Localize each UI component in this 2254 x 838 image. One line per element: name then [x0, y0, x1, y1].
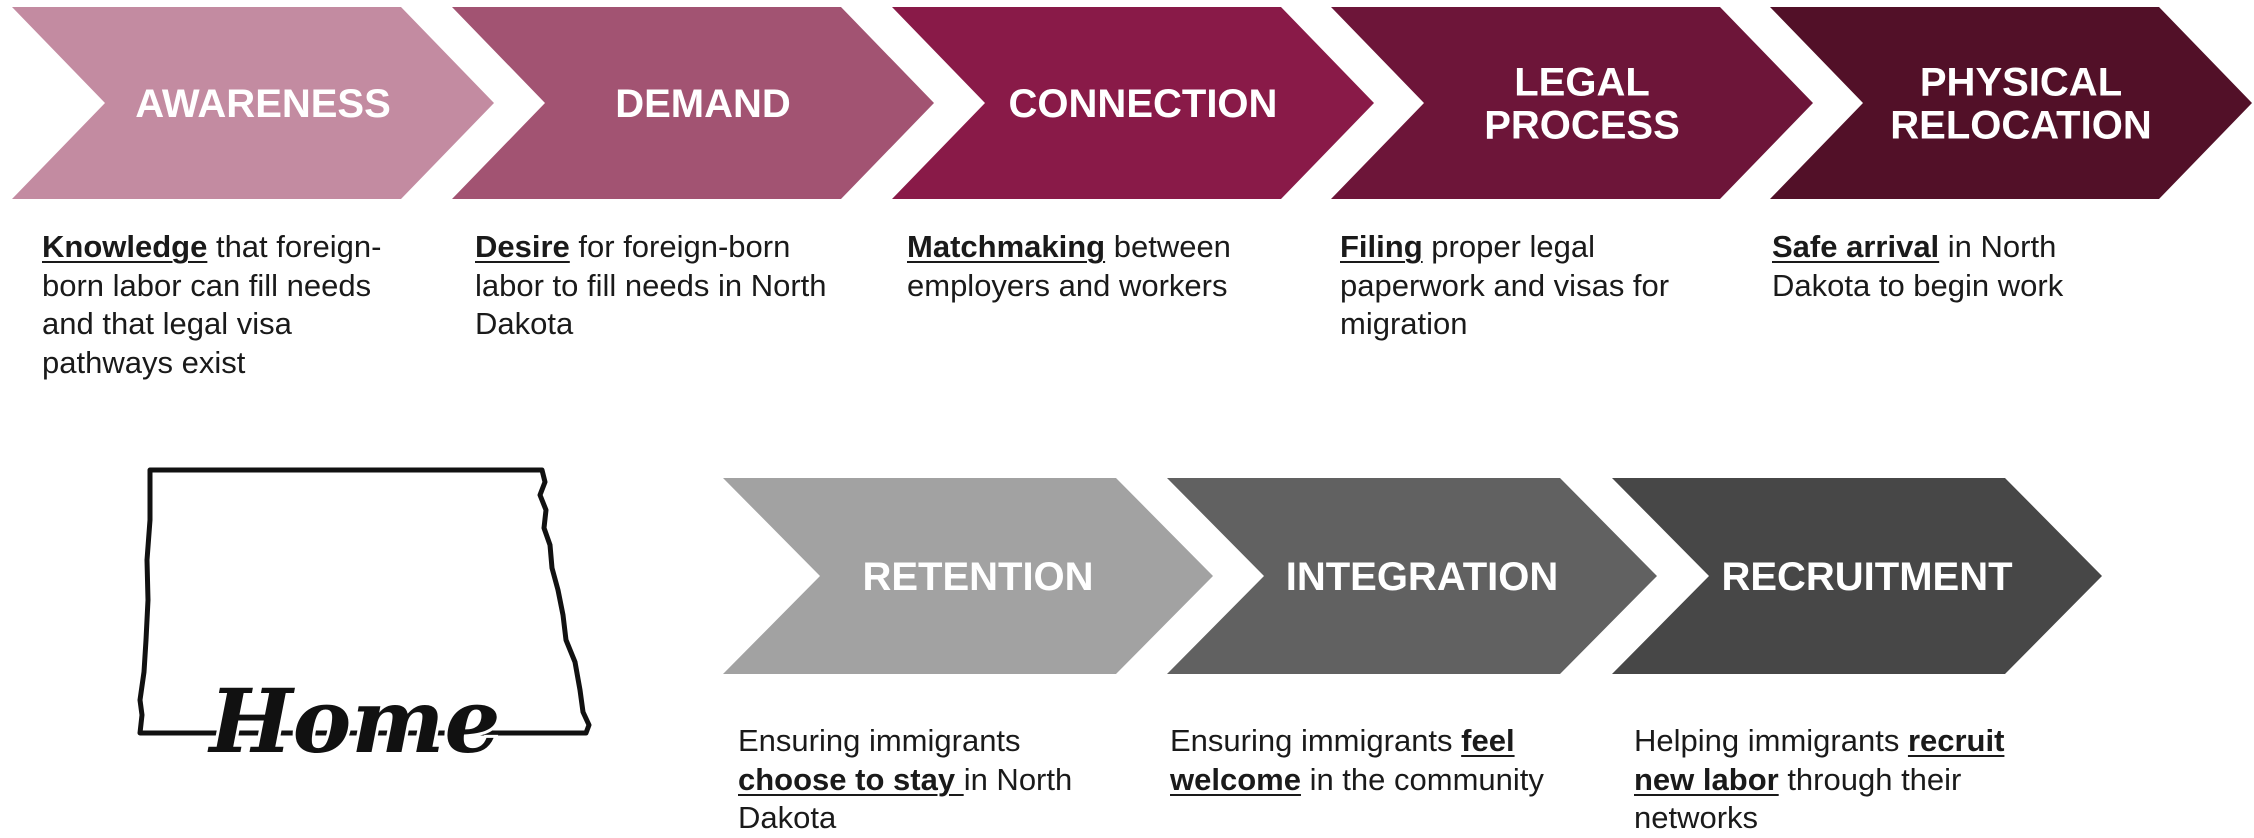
connection-key-term: Matchmaking — [907, 229, 1106, 264]
physical-relocation-chevron-shape — [1770, 7, 2252, 199]
physical-relocation-key-term: Safe arrival — [1772, 229, 1940, 264]
recruitment-key-term: recruit new labor — [1634, 723, 2005, 797]
legal-process-chevron-label: PROCESS — [1484, 104, 1680, 148]
awareness-chevron-shape — [12, 7, 494, 199]
integration-key-term: feel welcome — [1170, 723, 1515, 797]
connection-chevron: CONNECTION — [892, 7, 1374, 199]
retention-description: Ensuring immigrants choose to stay in No… — [738, 723, 1073, 835]
recruitment-chevron-shape — [1612, 478, 2102, 674]
physical-relocation-chevron-label: PHYSICAL — [1920, 61, 2122, 105]
demand-key-term: Desire — [475, 229, 570, 264]
demand-chevron-shape — [452, 7, 934, 199]
integration-chevron: INTEGRATION — [1167, 478, 1657, 674]
retention-chevron-label: RETENTION — [862, 555, 1093, 599]
connection-chevron-shape — [892, 7, 1374, 199]
retention-chevron-shape — [723, 478, 1213, 674]
recruitment-chevron-label: RECRUITMENT — [1721, 555, 2012, 599]
awareness-chevron-label: AWARENESS — [135, 82, 391, 126]
legal-process-chevron-shape — [1331, 7, 1813, 199]
legal-process-chevron-label: LEGAL — [1514, 61, 1650, 105]
connection-chevron-label: CONNECTION — [1009, 82, 1278, 126]
recruitment-chevron: RECRUITMENT — [1612, 478, 2102, 674]
physical-relocation-chevron-label: RELOCATION — [1890, 104, 2151, 148]
retention-chevron: RETENTION — [723, 478, 1213, 674]
retention-key-term: choose to stay — [738, 761, 964, 797]
legal-process-key-term: Filing — [1340, 229, 1423, 264]
connection-description: Matchmaking between employers and worker… — [907, 229, 1231, 303]
north-dakota-outline-icon: Home — [137, 467, 592, 776]
demand-description: Desire for foreign-born labor to fill ne… — [475, 229, 827, 341]
physical-relocation-description: Safe arrival in North Dakota to begin wo… — [1772, 229, 2064, 303]
demand-chevron-label: DEMAND — [615, 82, 791, 126]
integration-description: Ensuring immigrants feel welcome in the … — [1170, 723, 1544, 797]
legal-process-description: Filing proper legal paperwork and visas … — [1340, 229, 1670, 341]
integration-chevron-label: INTEGRATION — [1286, 555, 1559, 599]
awareness-chevron: AWARENESS — [12, 7, 494, 199]
awareness-key-term: Knowledge — [42, 229, 208, 264]
demand-chevron: DEMAND — [452, 7, 934, 199]
home-script-text: Home — [207, 669, 501, 773]
bottom-chevron-row: RETENTION INTEGRATION RECRUITMENT — [723, 478, 2102, 674]
awareness-description: Knowledge that foreign-born labor can fi… — [42, 229, 382, 380]
integration-chevron-shape — [1167, 478, 1657, 674]
recruitment-description: Helping immigrants recruit new labor thr… — [1634, 723, 2005, 835]
